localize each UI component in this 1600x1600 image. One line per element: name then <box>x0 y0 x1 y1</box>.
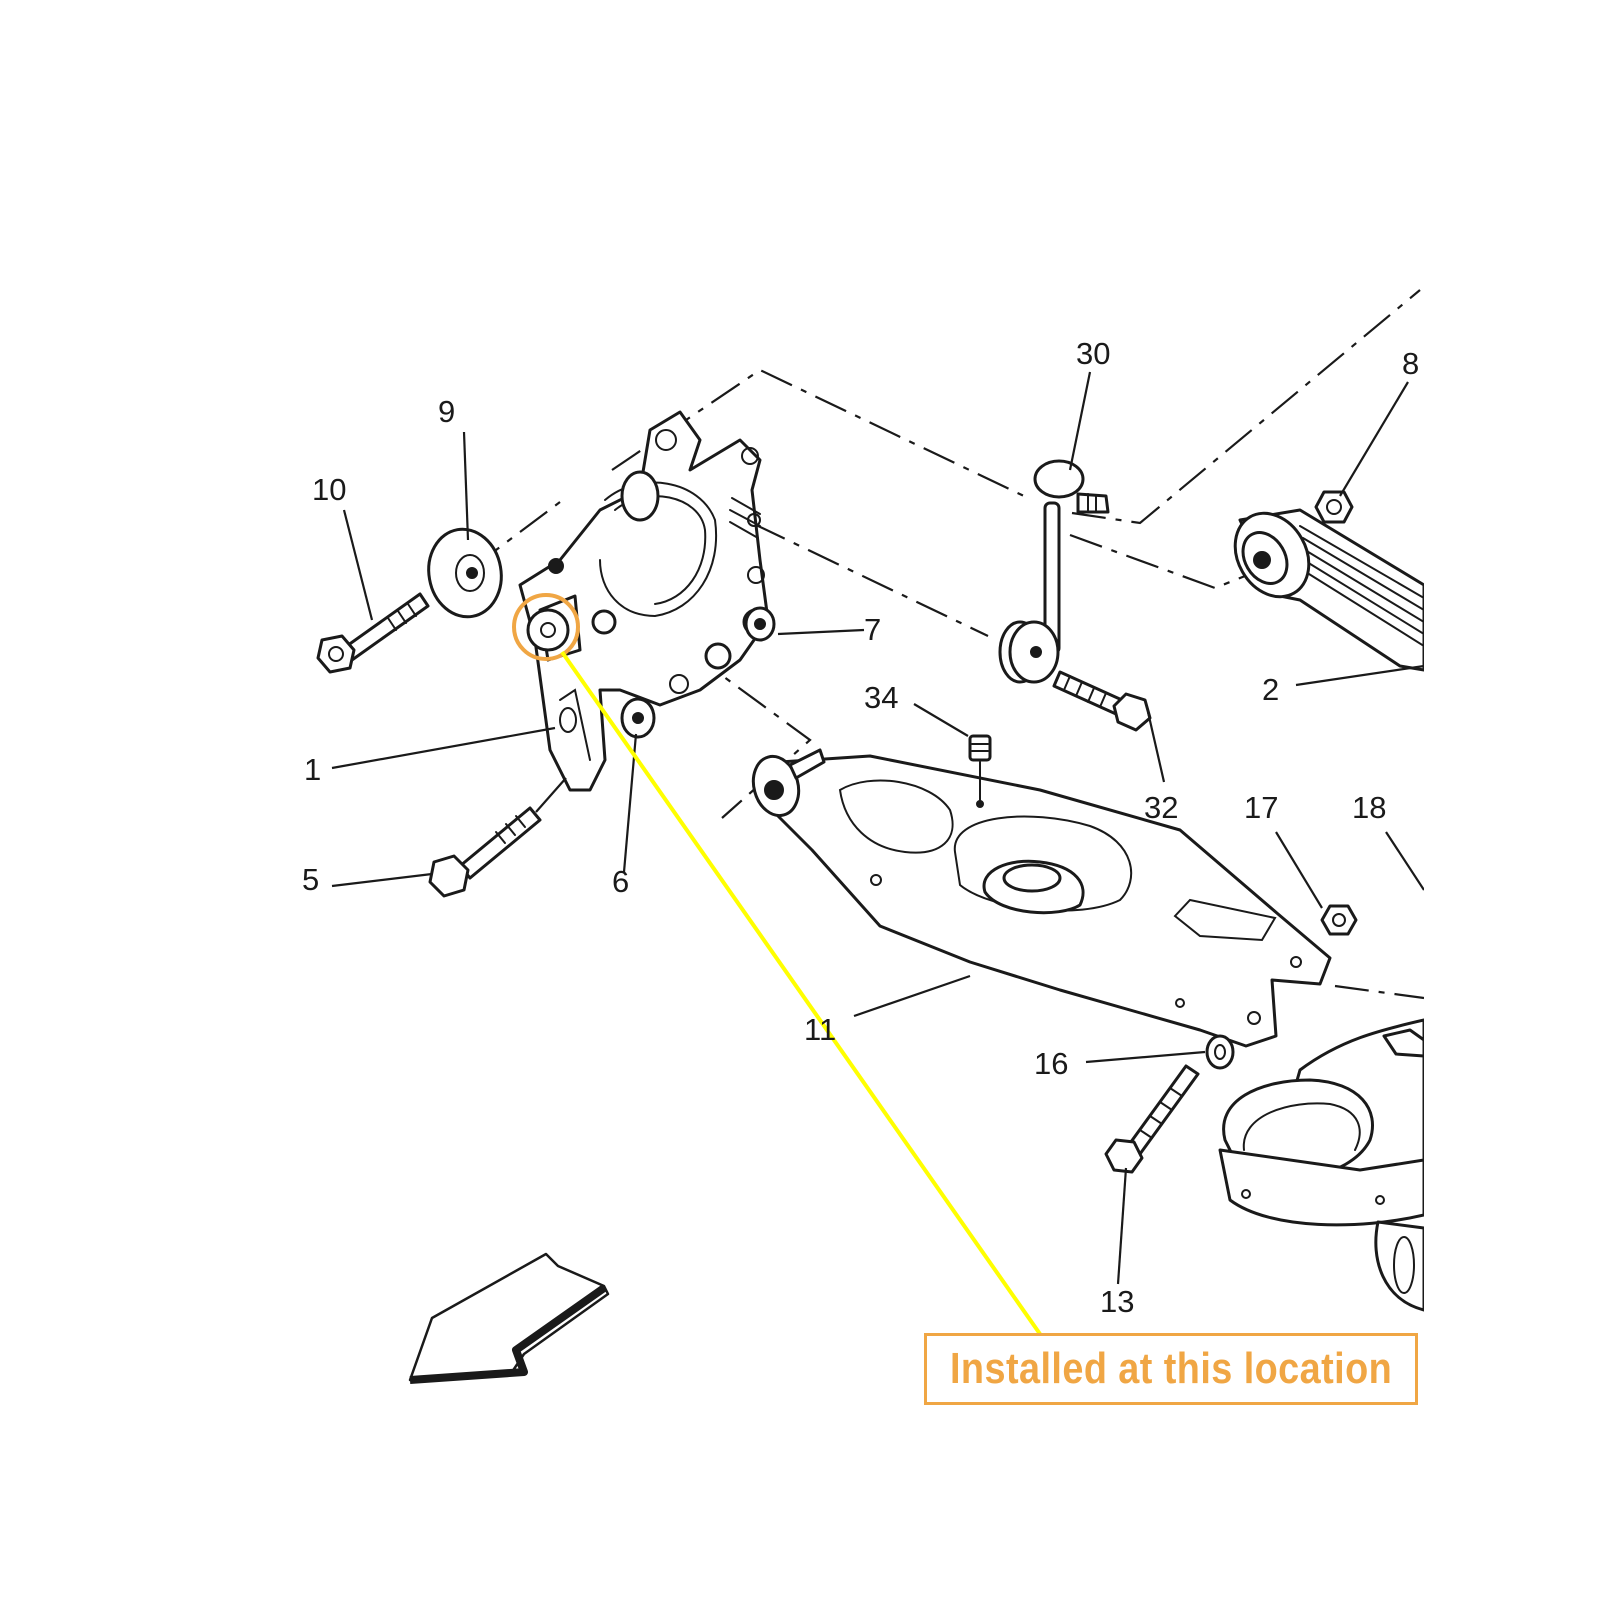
label-16: 16 <box>1034 1046 1068 1081</box>
label-13: 13 <box>1100 1284 1134 1319</box>
callout-marker-circle <box>512 593 580 661</box>
label-34: 34 <box>864 680 898 715</box>
callout-leader-line <box>560 650 1042 1336</box>
label-10: 10 <box>312 472 346 507</box>
part-5-bolt <box>428 777 567 898</box>
label-7: 7 <box>864 612 881 647</box>
part-18-subframe <box>1218 1018 1424 1312</box>
label-2: 2 <box>1262 672 1279 707</box>
leader-lines <box>331 371 1424 1285</box>
part-6-washer <box>620 697 656 739</box>
callout-text: Installed at this location <box>949 1344 1393 1393</box>
part-13-bolt <box>1104 1064 1200 1174</box>
label-5: 5 <box>302 862 319 897</box>
callout-box: Installed at this location <box>924 1333 1418 1405</box>
part-1-knuckle <box>518 410 770 792</box>
part-32-bolt <box>1052 670 1152 732</box>
label-30: 30 <box>1076 336 1110 371</box>
part-34-plug <box>968 734 992 808</box>
label-9: 9 <box>438 394 455 429</box>
part-17-nut <box>1320 904 1358 936</box>
label-11: 11 <box>804 1012 836 1047</box>
part-8-nut <box>1314 490 1354 524</box>
label-1: 1 <box>304 752 321 787</box>
part-9-washer <box>427 527 503 619</box>
alignment-centerlines <box>471 289 1424 1000</box>
part-30-stabilizer-link <box>998 459 1110 684</box>
part-number-labels: 30 8 9 10 7 2 34 1 32 17 18 5 6 11 16 13 <box>302 336 1419 1319</box>
label-18: 18 <box>1352 790 1386 825</box>
label-32: 32 <box>1144 790 1178 825</box>
label-17: 17 <box>1244 790 1278 825</box>
label-6: 6 <box>612 864 629 899</box>
part-7-fastener <box>744 606 776 642</box>
front-direction-arrow-icon <box>408 1252 610 1384</box>
part-2-upper-control-arm <box>1233 508 1424 672</box>
part-16-washer <box>1205 1034 1235 1070</box>
part-10-bolt <box>316 592 430 674</box>
part-11-lower-control-arm <box>751 748 1332 1048</box>
label-8: 8 <box>1402 346 1419 381</box>
